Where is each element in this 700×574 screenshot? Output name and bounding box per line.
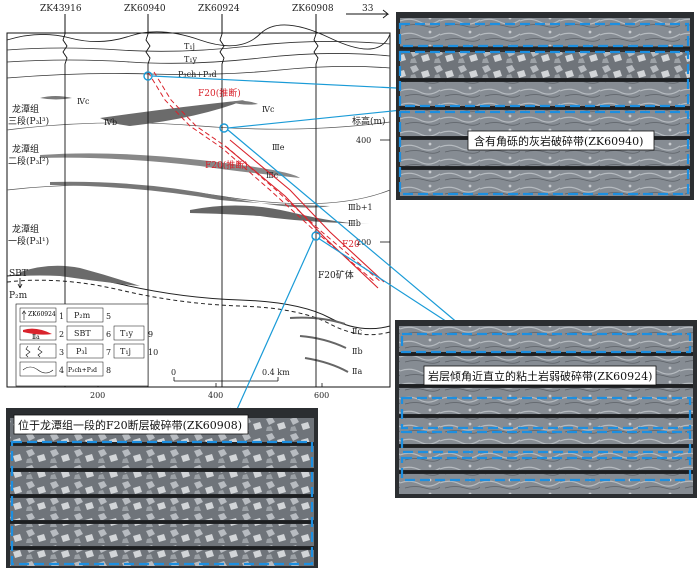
seam-ivb [100, 100, 245, 126]
seam-iiic [40, 153, 300, 178]
fault-label: F20 [342, 240, 360, 250]
fault-label-inferred-1: F20(推断) [198, 87, 241, 99]
section-arrow-icon [346, 9, 390, 19]
cross-section: ZK43916 ZK60940 ZK60924 ZK60908 33 T₁j T… [6, 4, 391, 400]
label-ivc-left: Ⅳc [77, 97, 90, 106]
elevation-title: 标高(m) [352, 115, 386, 127]
svg-text:Ⅱa: Ⅱa [32, 334, 40, 341]
svg-text:5: 5 [106, 312, 111, 321]
legend: ZK60924 1 P₂m 5 Ⅱa 2 SBT 6 T₁y 3 P₃l 7 T… [15, 303, 158, 387]
borehole-label: ZK43916 [40, 4, 82, 14]
svg-text:SBT: SBT [74, 329, 91, 338]
label-iiib1: Ⅲb+1 [348, 203, 373, 212]
seam-iib [299, 335, 347, 349]
sbt-bottom [6, 279, 391, 336]
boundary-p3ch-p3l [6, 66, 391, 79]
elevation-tick-400: 400 [356, 136, 371, 145]
borehole-label: ZK60924 [198, 4, 240, 14]
svg-text:10: 10 [148, 348, 158, 357]
label-p2m: P₂m [9, 291, 28, 301]
svg-text:0: 0 [171, 368, 176, 377]
fault-f20-line [229, 139, 385, 283]
label-l3-name: 龙潭组 [12, 103, 39, 115]
label-t1j: T₁j [184, 42, 195, 51]
label-l2-seg: 二段(P₃l²) [8, 155, 49, 167]
label-ivc-right: Ⅳc [262, 105, 275, 114]
sample-point-zk60908[interactable] [311, 231, 321, 241]
seam-iiib [190, 205, 370, 224]
svg-text:0.4 km: 0.4 km [262, 368, 290, 377]
svg-text:2: 2 [59, 330, 64, 339]
label-l3-seg: 三段(P₃l³) [8, 115, 49, 127]
fault-ore-body-label: F20矿体 [318, 269, 354, 281]
fault-label-inferred-2: F20(推断) [205, 159, 248, 171]
label-iiie: Ⅲe [272, 143, 285, 152]
leader-lines [151, 75, 479, 417]
legend-seam-icon [23, 328, 52, 335]
borehole-label: ZK60908 [292, 4, 334, 14]
label-ivb: Ⅳb [104, 118, 117, 127]
svg-text:1: 1 [59, 312, 64, 321]
section-number: 33 [362, 4, 374, 14]
fault-f20-line-2 [224, 145, 379, 289]
core-photo-zk60940[interactable]: 含有角砾的灰岩破碎带(ZK60940) [396, 12, 694, 200]
borehole-zk60940[interactable]: ZK60940 [124, 4, 166, 387]
svg-text:P₃l: P₃l [76, 347, 88, 356]
svg-text:7: 7 [106, 348, 111, 357]
label-sbt: SBT [9, 269, 28, 279]
borehole-zk43916[interactable]: ZK43916 [40, 4, 82, 387]
borehole-zk60908[interactable]: ZK60908 [292, 4, 334, 387]
label-iic: Ⅱc [352, 327, 362, 336]
seam-iiib1 [50, 181, 330, 208]
legend-borehole-icon [21, 310, 27, 320]
x-tick-600: 600 [314, 391, 329, 400]
label-t1y: T₁y [184, 55, 198, 64]
x-tick-200: 200 [90, 391, 105, 400]
legend-boundary-icon [22, 366, 54, 374]
boundary-t1y-p3ch [6, 53, 391, 64]
label-l1-name: 龙潭组 [12, 223, 39, 235]
label-iiib: Ⅲb [348, 219, 361, 228]
svg-text:P₂m: P₂m [74, 311, 91, 320]
core-photo-zk60908[interactable]: 位于龙潭组一段的F20断层破碎带(ZK60908) [6, 408, 318, 568]
photo-caption-mid: 岩层倾角近直立的粘土岩弱破碎带(ZK60924) [428, 369, 652, 383]
label-iib: Ⅱb [352, 347, 363, 356]
svg-text:9: 9 [148, 330, 153, 339]
borehole-label: ZK60940 [124, 4, 166, 14]
borehole-zk60924[interactable]: ZK60924 [198, 4, 240, 387]
label-p3ch-d: P₃ch+P₃d [178, 70, 217, 79]
seam-ivc-left [40, 96, 72, 100]
sbt-arrow-icon [17, 278, 23, 289]
elevation-tick-200: 200 [356, 238, 371, 247]
label-l2-name: 龙潭组 [12, 143, 39, 155]
legend-unconformity-icon [25, 345, 43, 358]
scale-bar: 0 0.4 km [171, 368, 290, 382]
svg-text:4: 4 [59, 366, 64, 375]
x-tick-400: 400 [208, 391, 223, 400]
svg-text:3: 3 [59, 348, 64, 357]
svg-text:8: 8 [106, 366, 111, 375]
photo-caption-top: 含有角砾的灰岩破碎带(ZK60940) [474, 134, 643, 148]
label-l1-seg: 一段(P₃l¹) [8, 235, 49, 247]
svg-text:T₁y: T₁y [120, 329, 134, 338]
photo-caption-bottom: 位于龙潭组一段的F20断层破碎带(ZK60908) [18, 418, 242, 432]
seam-sbt-lens [20, 265, 140, 286]
core-photo-zk60924[interactable]: 岩层倾角近直立的粘土岩弱破碎带(ZK60924) [395, 320, 697, 498]
seam-iia [304, 357, 349, 373]
label-iia: Ⅱa [352, 367, 362, 376]
seam-iic [289, 316, 346, 325]
svg-text:6: 6 [106, 330, 111, 339]
svg-text:ZK60924: ZK60924 [28, 311, 56, 318]
svg-text:T₁j: T₁j [120, 347, 131, 356]
seam-ivc-right [230, 100, 258, 105]
ground-surface [6, 24, 391, 50]
svg-text:P₃ch+P₃d: P₃ch+P₃d [68, 367, 97, 374]
